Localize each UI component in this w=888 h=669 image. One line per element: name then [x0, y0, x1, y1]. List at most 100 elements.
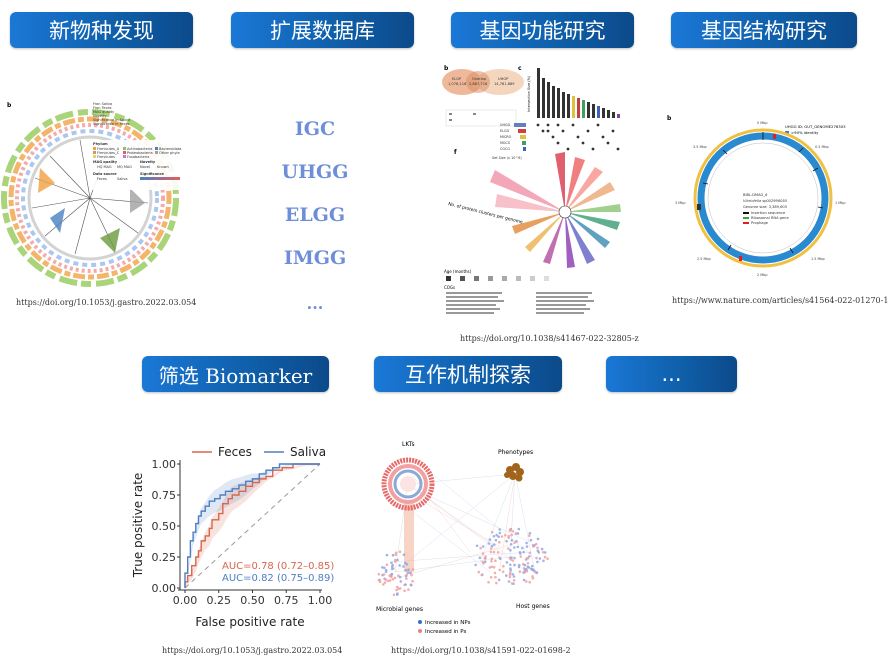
source-tree: https://doi.org/10.1053/j.gastro.2022.03… [16, 298, 197, 307]
host-gene-node [490, 557, 494, 560]
host-gene-node [488, 538, 492, 541]
venn-letter: b [444, 65, 449, 72]
host-gene-node [524, 568, 527, 571]
genome-legend: Prophage [751, 221, 769, 225]
host-gene-node [526, 557, 530, 560]
btn-more[interactable]: ... [606, 356, 737, 392]
host-gene-node [510, 556, 513, 559]
host-gene-node [522, 550, 525, 554]
microbial-gene-node [384, 578, 387, 581]
microbial-gene-node [396, 558, 399, 562]
phylum-item: Other phyla [159, 151, 180, 155]
host-gene-node [487, 581, 490, 584]
host-gene-node [526, 562, 530, 565]
cog-title: COGs [444, 285, 455, 290]
btn-biomarker[interactable]: 筛选 Biomarker [142, 356, 329, 392]
host-gene-node [500, 535, 504, 538]
mag-quality-title: MAG quality [93, 160, 118, 164]
roc-ytick: 0.75 [152, 489, 177, 502]
host-gene-node [525, 541, 528, 545]
host-gene-node [492, 543, 496, 546]
microbial-gene-node [402, 565, 405, 568]
host-gene-node [511, 530, 515, 533]
novelty-item: Novel [140, 165, 150, 169]
microbial-gene-node [405, 577, 408, 580]
microbial-gene-node [394, 553, 398, 557]
host-gene-node [509, 563, 512, 567]
host-gene-node [509, 549, 512, 552]
microbial-gene-node [377, 572, 381, 576]
microbial-gene-node [390, 573, 393, 576]
phylum-item: Firmicutes [97, 155, 115, 159]
tree-legend-line: Fron Saliva [93, 102, 112, 106]
host-gene-node [490, 565, 494, 569]
auc-saliva: AUC=0.82 (0.75–0.89) [222, 573, 334, 584]
host-gene-node [494, 538, 498, 542]
microbial-gene-node [404, 568, 408, 572]
roc-xtick: 0.00 [173, 594, 198, 607]
db-elgg: ELGG [284, 204, 346, 226]
microbial-gene-node [407, 588, 410, 591]
upset-xlabel: Set Size (x 10^6) [492, 156, 522, 160]
host-gene-node [541, 551, 545, 554]
tree-legend-line: Significance in Saliva [93, 118, 130, 122]
roc-xtick: 0.50 [240, 594, 265, 607]
host-gene-node [495, 533, 498, 537]
btn-gene-function[interactable]: 基因功能研究 [451, 12, 634, 48]
host-gene-node [528, 551, 532, 555]
microbial-gene-node [391, 553, 395, 557]
source-function: https://doi.org/10.1038/s41467-022-32805… [460, 334, 639, 343]
microbial-gene-node [398, 575, 402, 579]
genome-size: Genome size: 3,389,603 [743, 205, 787, 209]
host-gene-node [484, 555, 487, 559]
host-gene-node [525, 545, 529, 548]
host-gene-node [497, 578, 501, 582]
btn-extend-database[interactable]: 扩展数据库 [231, 12, 414, 48]
genome-legend: Insertion sequence [751, 211, 786, 215]
host-gene-node [528, 532, 532, 535]
data-source-item: Feces [97, 177, 107, 181]
microbial-gene-node [390, 575, 393, 578]
venn-name: ELGP [452, 77, 462, 81]
genome-tick: 1.5 Mbp [811, 257, 825, 261]
auc-feces: AUC=0.78 (0.72–0.85) [222, 561, 334, 572]
microbial-gene-node [399, 580, 403, 583]
network-legend-nps: Increased in NPs [425, 620, 471, 626]
tree-panel-letter: b [7, 102, 12, 109]
microbial-gene-node [385, 553, 389, 557]
microbial-gene-node [381, 566, 384, 569]
venn-value: 1,076,116 [448, 82, 467, 86]
microbial-gene-node [398, 550, 402, 553]
btn-new-species[interactable]: 新物种发现 [10, 12, 193, 48]
host-gene-node [487, 542, 491, 545]
structure-title: UHGG ID: GUT_GENOME276303 [785, 124, 846, 129]
host-gene-node [515, 539, 518, 543]
btn-gene-structure[interactable]: 基因结构研究 [671, 12, 857, 48]
microbial-gene-node [404, 583, 407, 586]
host-gene-node [519, 552, 522, 555]
genome-name: BIBL-DMAG_6 [743, 193, 768, 197]
host-gene-node [522, 571, 525, 574]
btn-interaction-mechanism[interactable]: 互作机制探索 [374, 356, 562, 392]
host-gene-node [513, 546, 516, 549]
host-gene-node [494, 559, 497, 563]
roc-ytick: 0.50 [152, 520, 177, 533]
host-gene-node [534, 542, 538, 546]
host-gene-node [489, 576, 493, 579]
microbial-gene-node [398, 564, 401, 567]
microbial-gene-node [406, 571, 410, 574]
phylum-item: Fusobacteria [127, 155, 149, 159]
roc-ytick: 0.25 [152, 551, 177, 564]
host-gene-node [505, 574, 508, 577]
microbial-gene-node [395, 588, 398, 592]
novelty-title: Novelty [140, 160, 156, 164]
host-gene-node [496, 551, 500, 554]
db-igc: IGC [294, 118, 336, 140]
host-gene-node [521, 546, 524, 550]
host-gene-node [546, 557, 549, 560]
venn-name: Overlap [472, 77, 487, 81]
phylogenetic-tree-figure: b Fron Saliva Fron Feces MAG qualit [1, 98, 225, 288]
microbial-gene-node [385, 563, 389, 567]
microbial-gene-node [409, 571, 412, 575]
